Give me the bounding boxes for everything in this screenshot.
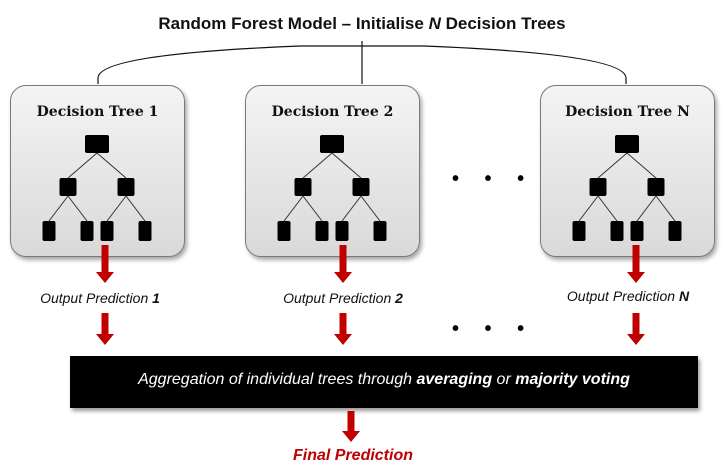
tree-leaf-node bbox=[315, 221, 329, 241]
title-suffix: Decision Trees bbox=[440, 14, 566, 33]
tree-title: Decision Tree 2 bbox=[271, 104, 394, 120]
tree-leaf-node bbox=[572, 221, 586, 241]
tree-edge bbox=[360, 195, 381, 222]
tree-leaf-node bbox=[100, 221, 114, 241]
arrow-tree2-to-prediction bbox=[334, 245, 352, 283]
tree-edge bbox=[67, 152, 98, 179]
tree-leaf-node bbox=[335, 221, 349, 241]
tree-edge bbox=[67, 195, 88, 222]
tree-edge bbox=[597, 195, 618, 222]
tree-edge bbox=[578, 195, 599, 222]
tree-structure-2 bbox=[277, 135, 387, 241]
tree-edge bbox=[283, 195, 304, 222]
aggregation-text: Aggregation of individual trees through … bbox=[138, 371, 630, 388]
tree-edge bbox=[125, 195, 146, 222]
aggregation-majority-voting: majority voting bbox=[515, 371, 630, 388]
ellipsis-predictions: • • • bbox=[452, 318, 535, 340]
tree-edge bbox=[626, 152, 657, 179]
tree-edge bbox=[597, 152, 628, 179]
tree-branch-node bbox=[117, 178, 135, 196]
tree-title: Decision Tree N bbox=[565, 104, 690, 120]
tree-edge bbox=[341, 195, 362, 222]
arrow-aggregation-to-final bbox=[342, 411, 360, 442]
tree-card-1: Decision Tree 1 bbox=[10, 85, 185, 257]
tree-leaf-node bbox=[668, 221, 682, 241]
tree-branch-node bbox=[59, 178, 77, 196]
ellipsis-trees: • • • bbox=[452, 168, 535, 190]
tree-edge bbox=[655, 195, 676, 222]
tree-root-node bbox=[85, 135, 109, 153]
diagram-title: Random Forest Model – Initialise N Decis… bbox=[0, 14, 724, 34]
tree-branch-node bbox=[589, 178, 607, 196]
tree-structure-n bbox=[572, 135, 682, 241]
tree-card-n: Decision Tree N bbox=[540, 85, 715, 257]
final-prediction: Final Prediction bbox=[292, 447, 413, 464]
tree-edge bbox=[302, 152, 333, 179]
arrow-tree1-to-prediction bbox=[96, 245, 114, 283]
tree-root-node bbox=[615, 135, 639, 153]
aggregation-box: Aggregation of individual trees through … bbox=[70, 356, 698, 408]
tree-edge bbox=[48, 195, 69, 222]
tree-edge bbox=[106, 195, 127, 222]
tree-card-2: Decision Tree 2 bbox=[245, 85, 420, 257]
output-prediction-1: Output Prediction 1 bbox=[40, 290, 160, 306]
arrow-treen-to-prediction bbox=[627, 245, 645, 283]
title-italic-n: N bbox=[428, 14, 441, 33]
tree-title: Decision Tree 1 bbox=[36, 104, 159, 120]
output-prediction-2: Output Prediction 2 bbox=[283, 290, 403, 306]
output-prediction-n: Output Prediction N bbox=[566, 288, 690, 304]
tree-edge bbox=[331, 152, 362, 179]
tree-edge bbox=[636, 195, 657, 222]
aggregation-averaging: averaging bbox=[416, 371, 493, 388]
tree-leaf-node bbox=[80, 221, 94, 241]
tree-structure-1 bbox=[42, 135, 152, 241]
title-prefix: Random Forest Model – Initialise bbox=[158, 14, 429, 33]
tree-root-node bbox=[320, 135, 344, 153]
arrow-prediction2-to-aggregation bbox=[334, 313, 352, 345]
arrow-predictionn-to-aggregation bbox=[627, 313, 645, 345]
tree-leaf-node bbox=[373, 221, 387, 241]
tree-branch-node bbox=[647, 178, 665, 196]
tree-branch-node bbox=[352, 178, 370, 196]
tree-branch-node bbox=[294, 178, 312, 196]
arrow-prediction1-to-aggregation bbox=[96, 313, 114, 345]
tree-edge bbox=[302, 195, 323, 222]
tree-leaf-node bbox=[277, 221, 291, 241]
tree-leaf-node bbox=[42, 221, 56, 241]
tree-leaf-node bbox=[610, 221, 624, 241]
tree-edge bbox=[96, 152, 127, 179]
tree-leaf-node bbox=[138, 221, 152, 241]
tree-leaf-node bbox=[630, 221, 644, 241]
